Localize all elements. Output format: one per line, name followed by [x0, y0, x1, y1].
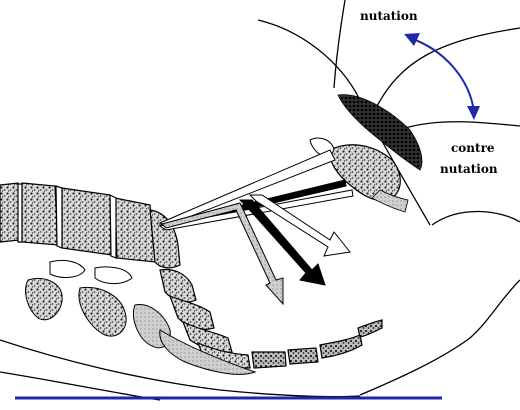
contre-nutation-label: nutation [440, 162, 498, 176]
lumbar-vertebrae [0, 183, 155, 262]
curved-double-arrow-icon [404, 33, 480, 120]
nutation-label: nutation [360, 9, 418, 23]
contre-label: contre [451, 141, 495, 155]
